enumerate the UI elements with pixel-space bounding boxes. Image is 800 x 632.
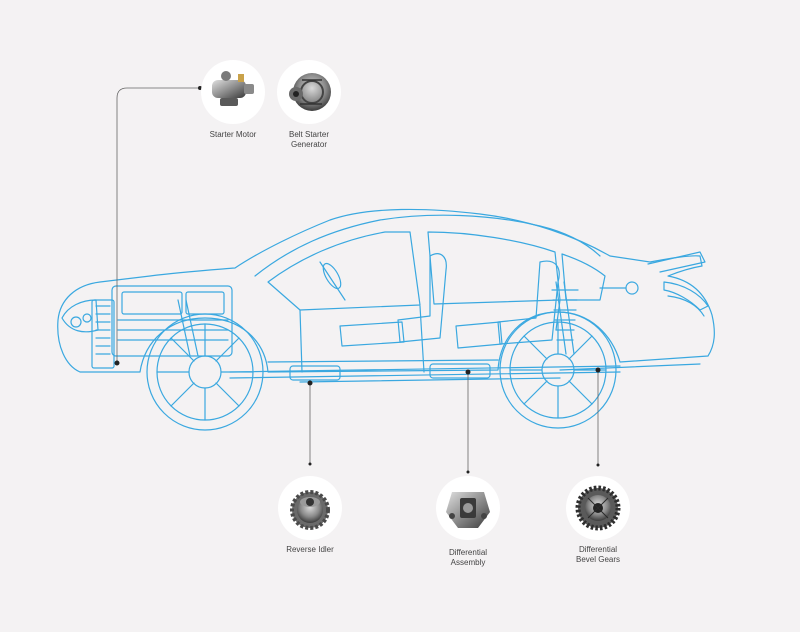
car-body: [57, 208, 715, 431]
differential-assembly-badge[interactable]: [436, 476, 500, 540]
starter-motor-icon: [212, 71, 254, 106]
alternator-icon: [289, 73, 331, 111]
differential-assembly-label: Differential Assembly: [448, 548, 488, 567]
belt-starter-generator-label: Belt Starter Generator: [288, 130, 329, 149]
differential-bevel-gears-label: Differential Bevel Gears: [575, 545, 621, 564]
reverse-idler-badge[interactable]: [278, 476, 342, 540]
leader-lines: [116, 87, 599, 472]
gear-icon: [290, 490, 330, 530]
belt-starter-generator-badge[interactable]: [277, 60, 341, 124]
reverse-idler-label: Reverse Idler: [286, 545, 334, 554]
differential-bevel-gears-badge[interactable]: [566, 476, 630, 540]
starter-motor-label: Starter Motor: [209, 130, 257, 139]
starter-motor-badge[interactable]: [201, 60, 265, 124]
bevel-gear-icon: [575, 485, 621, 531]
differential-housing-icon: [446, 492, 490, 528]
